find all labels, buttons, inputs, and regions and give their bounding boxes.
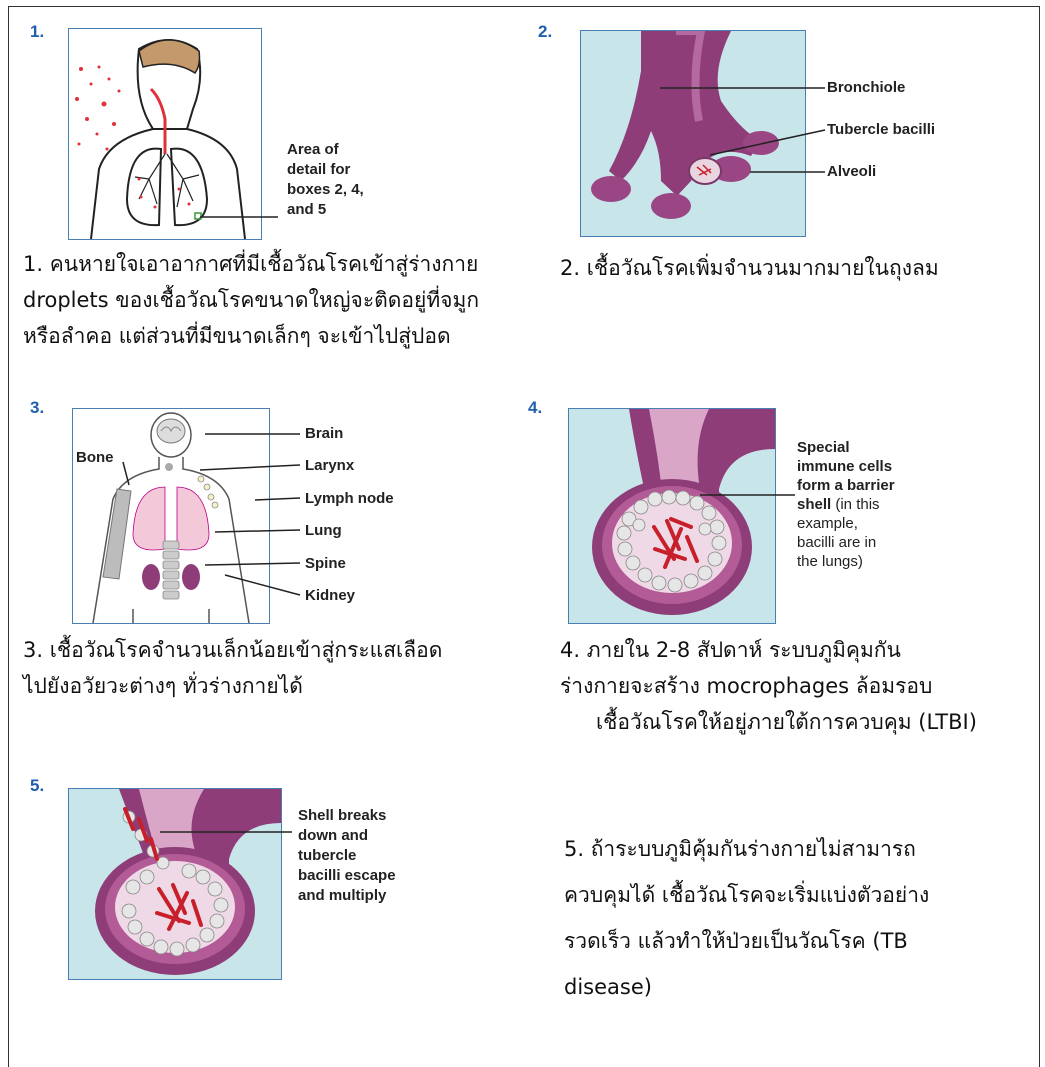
caption-line: รวดเร็ว แล้วทำให้ป่วยเป็นวัณโรค (TB bbox=[564, 918, 929, 964]
panel-2-caption: 2. เชื้อวัณโรคเพิ่มจำนวนมากมายในถุงลม bbox=[560, 250, 939, 286]
callout-line: shell bbox=[797, 496, 831, 513]
callout-line: immune cells bbox=[797, 457, 895, 476]
caption-line: ควบคุมได้ เชื้อวัณโรคจะเริ่มแบ่งตัวอย่าง bbox=[564, 872, 929, 918]
panel-4-callout: Special immune cells form a barrier shel… bbox=[797, 438, 895, 571]
panel-3-caption: 3. เชื้อวัณโรคจำนวนเล็กน้อยเข้าสู่กระแสเ… bbox=[23, 632, 442, 704]
callout-line: down and bbox=[298, 826, 396, 846]
caption-line: ไปยังอวัยวะต่างๆ ทั่วร่างกายได้ bbox=[23, 668, 442, 704]
panel-5-number: 5. bbox=[30, 776, 44, 796]
panel-2-callout-lines bbox=[640, 70, 830, 190]
callout-line: boxes 2, 4, bbox=[287, 180, 364, 200]
callout-line: Area of bbox=[287, 140, 364, 160]
callout-line: and 5 bbox=[287, 200, 364, 220]
panel-4-number: 4. bbox=[528, 398, 542, 418]
caption-line: 1. คนหายใจเอาอากาศที่มีเชื้อวัณโรคเข้าสู… bbox=[23, 246, 479, 282]
label-kidney: Kidney bbox=[305, 586, 355, 606]
panel-1-number: 1. bbox=[30, 22, 44, 42]
panel-3-callout-lines bbox=[105, 420, 305, 610]
label-alveoli: Alveoli bbox=[827, 162, 876, 182]
callout-line: bacilli escape bbox=[298, 866, 396, 886]
callout-line: form a barrier bbox=[797, 476, 895, 495]
label-tubercle-bacilli: Tubercle bacilli bbox=[827, 120, 935, 140]
caption-line: เชื้อวัณโรคให้อยู่ภายใต้การควบคุม (LTBI) bbox=[560, 704, 977, 740]
label-larynx: Larynx bbox=[305, 456, 354, 476]
panel-1-callout: Area of detail for boxes 2, 4, and 5 bbox=[287, 140, 364, 220]
callout-line: bacilli are in bbox=[797, 533, 895, 552]
panel-5-caption: 5. ถ้าระบบภูมิคุ้มกันร่างกายไม่สามารถ คว… bbox=[564, 826, 929, 1010]
panel-4-granuloma-figure bbox=[568, 408, 776, 624]
panel-5-breakdown-figure bbox=[68, 788, 282, 980]
callout-line: detail for bbox=[287, 160, 364, 180]
caption-line: หรือลำคอ แต่ส่วนที่มีขนาดเล็กๆ จะเข้าไปส… bbox=[23, 318, 479, 354]
caption-line: 3. เชื้อวัณโรคจำนวนเล็กน้อยเข้าสู่กระแสเ… bbox=[23, 632, 442, 668]
caption-line: 2. เชื้อวัณโรคเพิ่มจำนวนมากมายในถุงลม bbox=[560, 250, 939, 286]
panel-5-callout: Shell breaks down and tubercle bacilli e… bbox=[298, 806, 396, 906]
caption-line: ร่างกายจะสร้าง mocrophages ล้อมรอบ bbox=[560, 668, 977, 704]
label-bone: Bone bbox=[76, 448, 114, 468]
label-spine: Spine bbox=[305, 554, 346, 574]
panel-4-caption: 4. ภายใน 2-8 สัปดาห์ ระบบภูมิคุมกัน ร่าง… bbox=[560, 632, 977, 740]
callout-line: (in this bbox=[831, 496, 879, 513]
callout-line: and multiply bbox=[298, 886, 396, 906]
label-bronchiole: Bronchiole bbox=[827, 78, 905, 98]
callout-line: tubercle bbox=[298, 846, 396, 866]
label-lung: Lung bbox=[305, 521, 342, 541]
panel-2-number: 2. bbox=[538, 22, 552, 42]
label-brain: Brain bbox=[305, 424, 343, 444]
panel-1-caption: 1. คนหายใจเอาอากาศที่มีเชื้อวัณโรคเข้าสู… bbox=[23, 246, 479, 354]
callout-line: example, bbox=[797, 514, 895, 533]
shell-breakdown-illustration bbox=[69, 789, 281, 979]
label-lymph-node: Lymph node bbox=[305, 489, 394, 509]
callout-line: the lungs) bbox=[797, 552, 895, 571]
panel-3-number: 3. bbox=[30, 398, 44, 418]
granuloma-barrier-illustration bbox=[569, 409, 775, 623]
panel-1-callout-line bbox=[200, 195, 290, 225]
callout-line: Shell breaks bbox=[298, 806, 396, 826]
caption-line: 4. ภายใน 2-8 สัปดาห์ ระบบภูมิคุมกัน bbox=[560, 632, 977, 668]
panel-5-callout-line bbox=[160, 822, 300, 842]
caption-line: 5. ถ้าระบบภูมิคุ้มกันร่างกายไม่สามารถ bbox=[564, 826, 929, 872]
caption-line: droplets ของเชื้อวัณโรคขนาดใหญ่จะติดอยู่… bbox=[23, 282, 479, 318]
panel-4-callout-line bbox=[700, 480, 800, 510]
caption-line: disease) bbox=[564, 964, 929, 1010]
callout-line: Special bbox=[797, 438, 895, 457]
